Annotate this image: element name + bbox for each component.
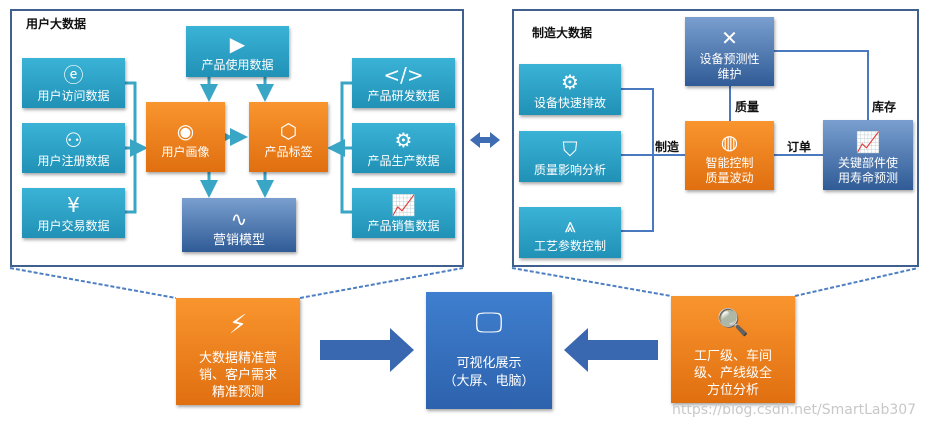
cube-icon: ⬡ — [279, 119, 298, 143]
yen-icon: ¥ — [67, 193, 80, 217]
edge-label-order: 订单 — [787, 140, 812, 154]
predictive-maintenance[interactable]: ✕设备预测性维护 — [685, 17, 774, 86]
search-pulse-icon: 🔍 — [716, 308, 750, 338]
bar-chart-icon: 📈 — [855, 130, 881, 154]
compass-icon: ⩓ — [564, 213, 576, 237]
quality-impact-analysis[interactable]: ⛉质量影响分析 — [519, 131, 621, 182]
line-chart-icon: ∿ — [230, 207, 248, 231]
process-parameter-control[interactable]: ⩓工艺参数控制 — [519, 207, 621, 258]
product-rd-data[interactable]: </>产品研发数据 — [352, 58, 455, 108]
edge-label-quality: 质量 — [735, 100, 760, 114]
user-register-data[interactable]: ⚇用户注册数据 — [22, 123, 125, 173]
product-tags[interactable]: ⬡产品标签 — [249, 102, 328, 172]
bidirectional-arrow — [470, 132, 500, 148]
shield-icon: ⛉ — [562, 137, 578, 161]
alarm-light-icon: ⚡ — [228, 310, 248, 340]
edge-label-manufacture: 制造 — [655, 140, 680, 154]
user-portrait[interactable]: ◉用户画像 — [146, 102, 225, 172]
code-window-icon: </> — [383, 63, 424, 87]
user-icon: ⚇ — [64, 128, 83, 152]
tools-icon: ✕ — [721, 26, 738, 50]
arrow-left — [564, 328, 658, 372]
pulse-icon: ◍ — [720, 130, 739, 154]
user-transaction-data[interactable]: ¥用户交易数据 — [22, 188, 125, 238]
marketing-model[interactable]: ∿营销模型 — [182, 198, 296, 252]
arrow-right — [320, 328, 414, 372]
gear-icon: ⚙ — [561, 70, 579, 94]
edge-label-inventory: 库存 — [872, 100, 897, 114]
gear-icon: ⚙ — [394, 128, 413, 152]
visualization-display[interactable]: 🖵可视化展示（大屏、电脑） — [426, 292, 552, 409]
product-usage-data[interactable]: ▶产品使用数据 — [186, 26, 289, 77]
watermark: https://blog.csdn.net/SmartLab307 — [672, 402, 917, 418]
multilevel-analysis[interactable]: 🔍工厂级、车间级、产线级全方位分析 — [671, 296, 795, 403]
monitor-icon: 🖵 — [475, 306, 503, 339]
equipment-troubleshoot[interactable]: ⚙设备快速排故 — [519, 64, 621, 115]
user-circle-icon: ◉ — [176, 119, 195, 143]
product-sales-data[interactable]: 📈产品销售数据 — [352, 188, 455, 238]
user-panel-title: 用户大数据 — [26, 17, 87, 31]
product-production-data[interactable]: ⚙产品生产数据 — [352, 123, 455, 173]
ie-icon: ⓔ — [63, 63, 84, 87]
play-icon: ▶ — [229, 32, 246, 56]
bar-chart-icon: 📈 — [391, 193, 416, 217]
smart-control-quality[interactable]: ◍智能控制质量波动 — [685, 121, 774, 190]
component-lifetime-prediction[interactable]: 📈关键部件使用寿命预测 — [823, 120, 913, 190]
precision-marketing[interactable]: ⚡大数据精准营销、客户需求精准预测 — [176, 298, 300, 405]
mfg-panel-title: 制造大数据 — [532, 26, 593, 40]
